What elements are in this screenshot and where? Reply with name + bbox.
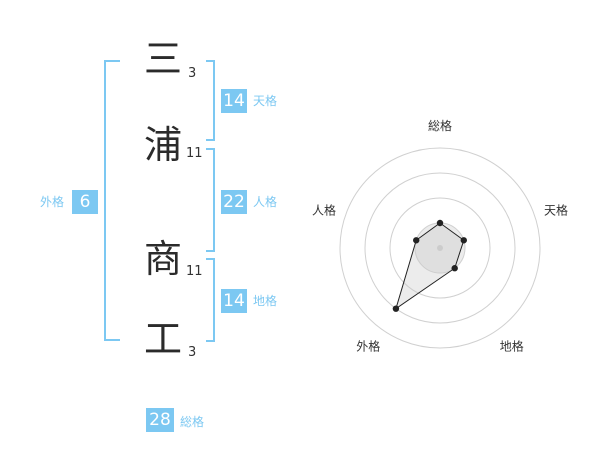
radar-axis-label-1: 総格 <box>428 118 452 133</box>
stroke-count-4: 3 <box>188 345 197 360</box>
radar-axis-label-5: 人格 <box>312 202 336 217</box>
tenkaku-bracket <box>206 60 215 141</box>
chikaku-value: 14 <box>221 289 247 313</box>
gaikaku-bracket <box>104 60 120 341</box>
stroke-count-1: 3 <box>188 66 197 81</box>
radar-axis-label-2: 天格 <box>544 202 568 217</box>
radar-axis-label-3: 地格 <box>500 339 524 354</box>
stroke-count-3: 11 <box>186 264 203 279</box>
name-char-4: 工 <box>144 317 183 361</box>
radar-ring-4 <box>339 147 541 349</box>
radar-point-4 <box>392 305 400 312</box>
radar-series-shape <box>395 222 465 310</box>
chikaku-label: 地格 <box>253 294 278 308</box>
soukaku-value: 28 <box>146 408 174 432</box>
radar-point-3 <box>451 265 458 272</box>
jinkaku-label: 人格 <box>253 195 278 209</box>
radar-point-2 <box>460 237 467 244</box>
radar-point-5 <box>413 237 420 244</box>
name-char-3: 商 <box>144 237 183 281</box>
radar-ring-3 <box>364 172 516 324</box>
soukaku-label: 総格 <box>180 415 205 429</box>
tenkaku-label: 天格 <box>253 94 278 108</box>
gaikaku-value: 6 <box>72 190 98 214</box>
name-char-2: 浦 <box>144 123 183 167</box>
tenkaku-value: 14 <box>221 89 247 113</box>
jinkaku-value: 22 <box>221 190 247 214</box>
radar-axis-label-4: 外格 <box>356 339 380 354</box>
jinkaku-bracket <box>206 148 215 252</box>
radar-center-dot <box>437 245 443 251</box>
name-char-1: 三 <box>144 37 183 81</box>
stroke-count-2: 11 <box>186 146 203 161</box>
chikaku-bracket <box>206 258 215 342</box>
radar-point-1 <box>436 219 444 227</box>
radar-ring-2 <box>389 197 491 299</box>
gaikaku-label: 外格 <box>40 195 65 209</box>
